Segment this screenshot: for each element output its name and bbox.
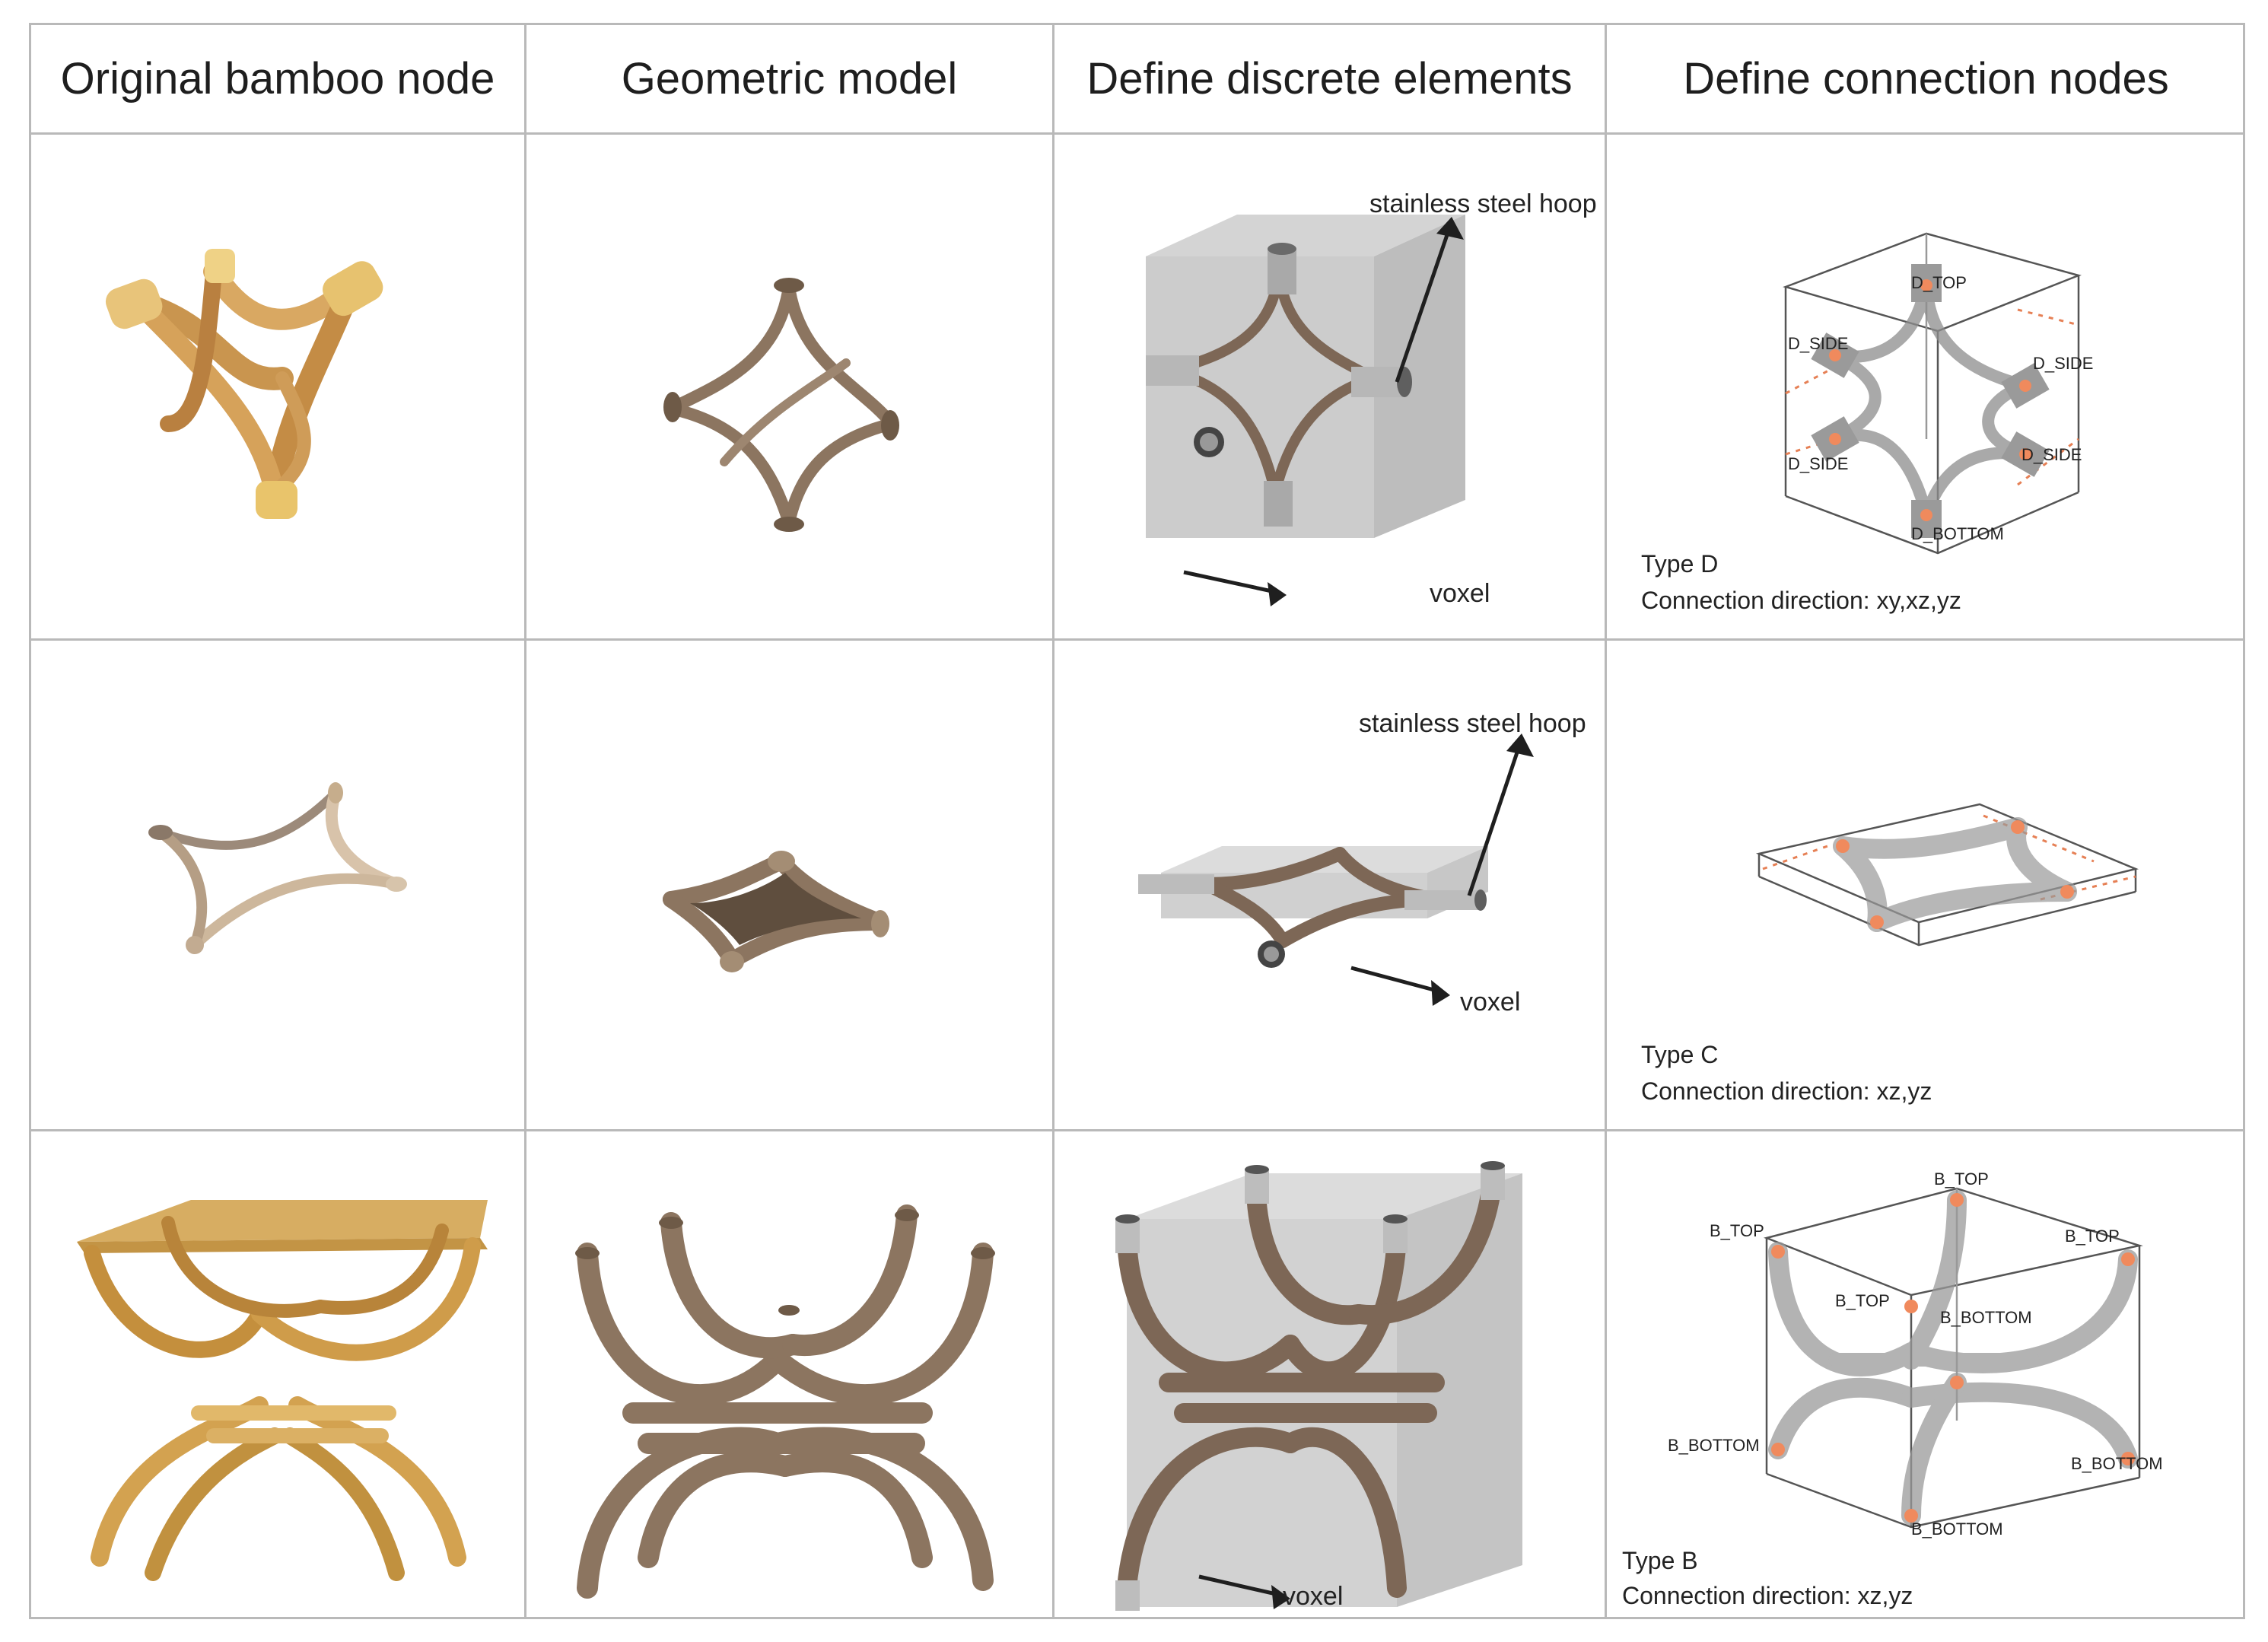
diagram-table: Original bamboo node Geometric model Def… <box>29 23 2245 1619</box>
node-label-d-side: D_SIDE <box>2033 354 2094 373</box>
row2-voxel-label: voxel <box>1460 988 1521 1017</box>
column-divider <box>524 25 526 1617</box>
row3-connection-direction: Connection direction: xz,yz <box>1622 1582 1913 1609</box>
row1-type: Type D <box>1641 550 1719 578</box>
node-label-b-top: B_TOP <box>1710 1221 1764 1240</box>
row-divider <box>31 638 2243 641</box>
row3-geometric-model-image <box>526 1131 1052 1619</box>
node-label-b-top: B_TOP <box>2065 1227 2120 1246</box>
row2-original-node-image <box>31 641 524 1129</box>
row3-voxel-label: voxel <box>1283 1582 1344 1611</box>
row1-geometric-model-image <box>526 135 1052 638</box>
row2-connection-node-image: Type C Connection direction: xz,yz <box>1607 641 2245 1129</box>
node-label-b-top: B_TOP <box>1835 1291 1890 1310</box>
header-geometric-model: Geometric model <box>621 54 958 103</box>
row3-original-node-image <box>31 1131 524 1619</box>
row2-type: Type C <box>1641 1041 1719 1068</box>
row3-discrete-element-image: voxel <box>1054 1131 1605 1619</box>
header-define-discrete-elements: Define discrete elements <box>1086 54 1573 103</box>
row-divider <box>31 132 2243 135</box>
row2-hoop-label: stainless steel hoop <box>1359 709 1586 738</box>
row3-connection-node-image: B_TOP B_TOP B_TOP B_TOP B_BOTTOM B_BOTTO… <box>1607 1131 2245 1619</box>
row1-voxel-label: voxel <box>1430 579 1490 608</box>
row1-hoop-label: stainless steel hoop <box>1369 189 1597 218</box>
node-label-b-bottom: B_BOTTOM <box>2071 1454 2163 1473</box>
node-label-d-bottom: D_BOTTOM <box>1911 524 2004 543</box>
row2-discrete-element-image: stainless steel hoop voxel <box>1054 641 1605 1129</box>
row1-original-node-image <box>31 135 524 638</box>
node-label-d-side: D_SIDE <box>1788 454 1849 473</box>
header-define-connection-nodes: Define connection nodes <box>1683 54 2169 103</box>
node-label-b-top: B_TOP <box>1934 1169 1989 1189</box>
node-label-b-bottom: B_BOTTOM <box>1668 1436 1760 1455</box>
node-label-d-top: D_TOP <box>1911 273 1967 292</box>
row1-connection-direction: Connection direction: xy,xz,yz <box>1641 587 1961 614</box>
row2-connection-direction: Connection direction: xz,yz <box>1641 1077 1932 1105</box>
node-label-d-side: D_SIDE <box>2021 445 2082 464</box>
node-label-b-bottom: B_BOTTOM <box>1940 1308 2032 1327</box>
header-original-bamboo-node: Original bamboo node <box>60 54 495 103</box>
node-label-b-bottom: B_BOTTOM <box>1911 1519 2003 1539</box>
row2-geometric-model-image <box>526 641 1052 1129</box>
node-label-d-side: D_SIDE <box>1788 334 1849 353</box>
row1-discrete-element-image: stainless steel hoop voxel <box>1054 135 1605 638</box>
row-divider <box>31 1129 2243 1131</box>
row1-connection-node-image: D_TOP D_SIDE D_SIDE D_SIDE D_SIDE D_BOTT… <box>1607 135 2245 638</box>
column-divider <box>1605 25 1607 1617</box>
row3-type: Type B <box>1622 1547 1698 1574</box>
column-divider <box>1052 25 1054 1617</box>
